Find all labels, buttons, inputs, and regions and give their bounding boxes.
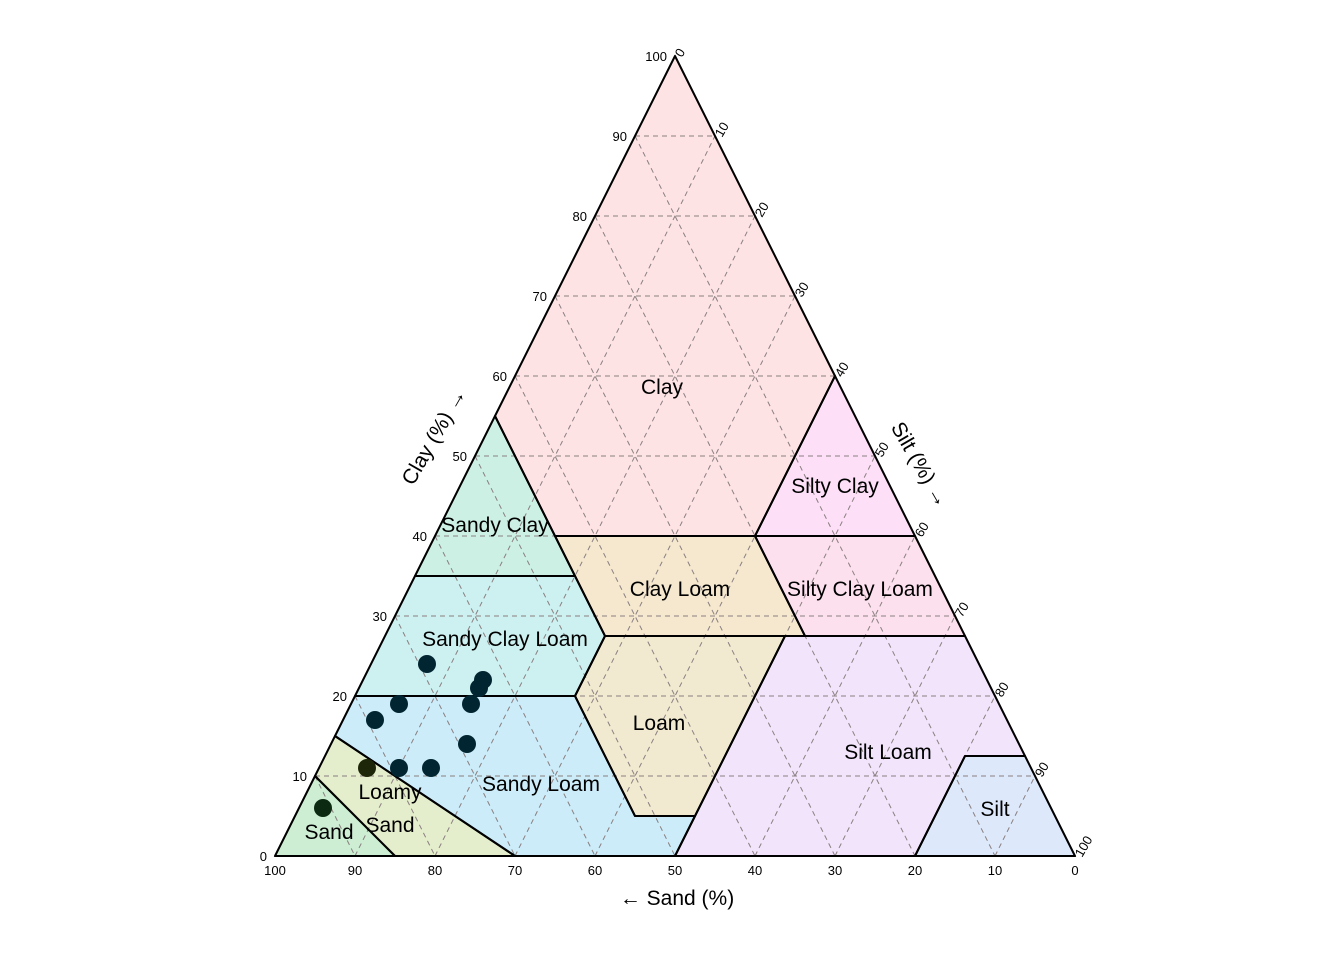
data-point: [314, 799, 332, 817]
silt-tick-label: 70: [952, 599, 972, 619]
data-point: [458, 735, 476, 753]
sand-tick-label: 40: [748, 863, 762, 878]
gridline-sand: [434, 535, 596, 857]
silt-tick-label: 10: [712, 119, 732, 139]
clay-tick-label: 20: [333, 689, 347, 704]
sand-tick-label: 0: [1071, 863, 1078, 878]
gridline-silt: [994, 775, 1036, 857]
region-label-loamy-sand: Loamy: [358, 781, 422, 804]
silt-tick-label: 40: [832, 359, 852, 379]
sand-tick-label: 70: [508, 863, 522, 878]
data-point: [462, 695, 480, 713]
data-points: [314, 655, 492, 817]
gridline-sand: [594, 215, 916, 857]
data-point: [358, 759, 376, 777]
region-label-loam: Loam: [633, 712, 686, 735]
clay-tick-label: 70: [533, 289, 547, 304]
region-label-clay-loam: Clay Loam: [630, 578, 730, 601]
region-label-clay: Clay: [641, 376, 684, 399]
silt-tick-label: 50: [872, 439, 892, 459]
clay-tick-label: 90: [613, 129, 627, 144]
gridline-silt: [354, 135, 716, 857]
region-silt: [915, 756, 1075, 856]
silt-tick-label: 20: [752, 199, 772, 219]
gridline-silt: [754, 535, 916, 857]
data-point: [474, 671, 492, 689]
data-point: [390, 695, 408, 713]
region-label-silty-clay-loam: Silty Clay Loam: [787, 578, 933, 601]
sand-tick-label: 10: [988, 863, 1002, 878]
clay-tick-label: 50: [453, 449, 467, 464]
region-label-sandy-clay: Sandy Clay: [441, 514, 549, 537]
sand-tick-label: 60: [588, 863, 602, 878]
region-loam: [575, 636, 785, 816]
region-label-silt-loam: Silt Loam: [844, 741, 932, 764]
silt-tick-label: 30: [792, 279, 812, 299]
clay-tick-label: 30: [373, 609, 387, 624]
region-label-sandy-loam: Sandy Loam: [482, 773, 600, 796]
data-point: [390, 759, 408, 777]
texture-regions: [275, 56, 1075, 856]
clay-tick-label: 60: [493, 369, 507, 384]
sand-tick-label: 80: [428, 863, 442, 878]
gridline-sand: [634, 135, 996, 857]
gridline-sand: [314, 775, 356, 857]
region-clay-loam: [555, 536, 805, 636]
clay-tick-label: 100: [645, 49, 667, 64]
triangle-frame: [273, 54, 1077, 857]
silt-tick-label: 60: [912, 519, 932, 539]
region-label-silty-clay: Silty Clay: [791, 475, 879, 498]
sand-tick-label: 30: [828, 863, 842, 878]
region-label-silt: Silt: [980, 798, 1009, 821]
data-point: [422, 759, 440, 777]
region-label-sand: Sand: [304, 821, 353, 844]
silt-tick-label: 90: [1032, 759, 1052, 779]
gridline-sand: [474, 455, 676, 857]
region-silt-loam: [675, 636, 1025, 856]
silt-tick-label: 80: [992, 679, 1012, 699]
clay-tick-label: 0: [260, 849, 267, 864]
clay-tick-label: 80: [573, 209, 587, 224]
region-silty-clay-loam: [755, 536, 965, 636]
region-sandy-clay-loam: [355, 576, 605, 696]
sand-axis-title: ← Sand (%): [620, 887, 734, 910]
region-label-loamy-sand: Sand: [365, 814, 414, 837]
clay-tick-label: 10: [293, 769, 307, 784]
clay-tick-label: 40: [413, 529, 427, 544]
sand-tick-label: 20: [908, 863, 922, 878]
gridline-silt: [434, 215, 756, 857]
clay-axis-title: Clay (%) →: [398, 385, 472, 489]
sand-tick-label: 100: [264, 863, 286, 878]
data-point: [366, 711, 384, 729]
data-point: [418, 655, 436, 673]
region-label-sandy-clay-loam: Sandy Clay Loam: [422, 628, 588, 651]
sand-tick-label: 50: [668, 863, 682, 878]
sand-tick-label: 90: [348, 863, 362, 878]
